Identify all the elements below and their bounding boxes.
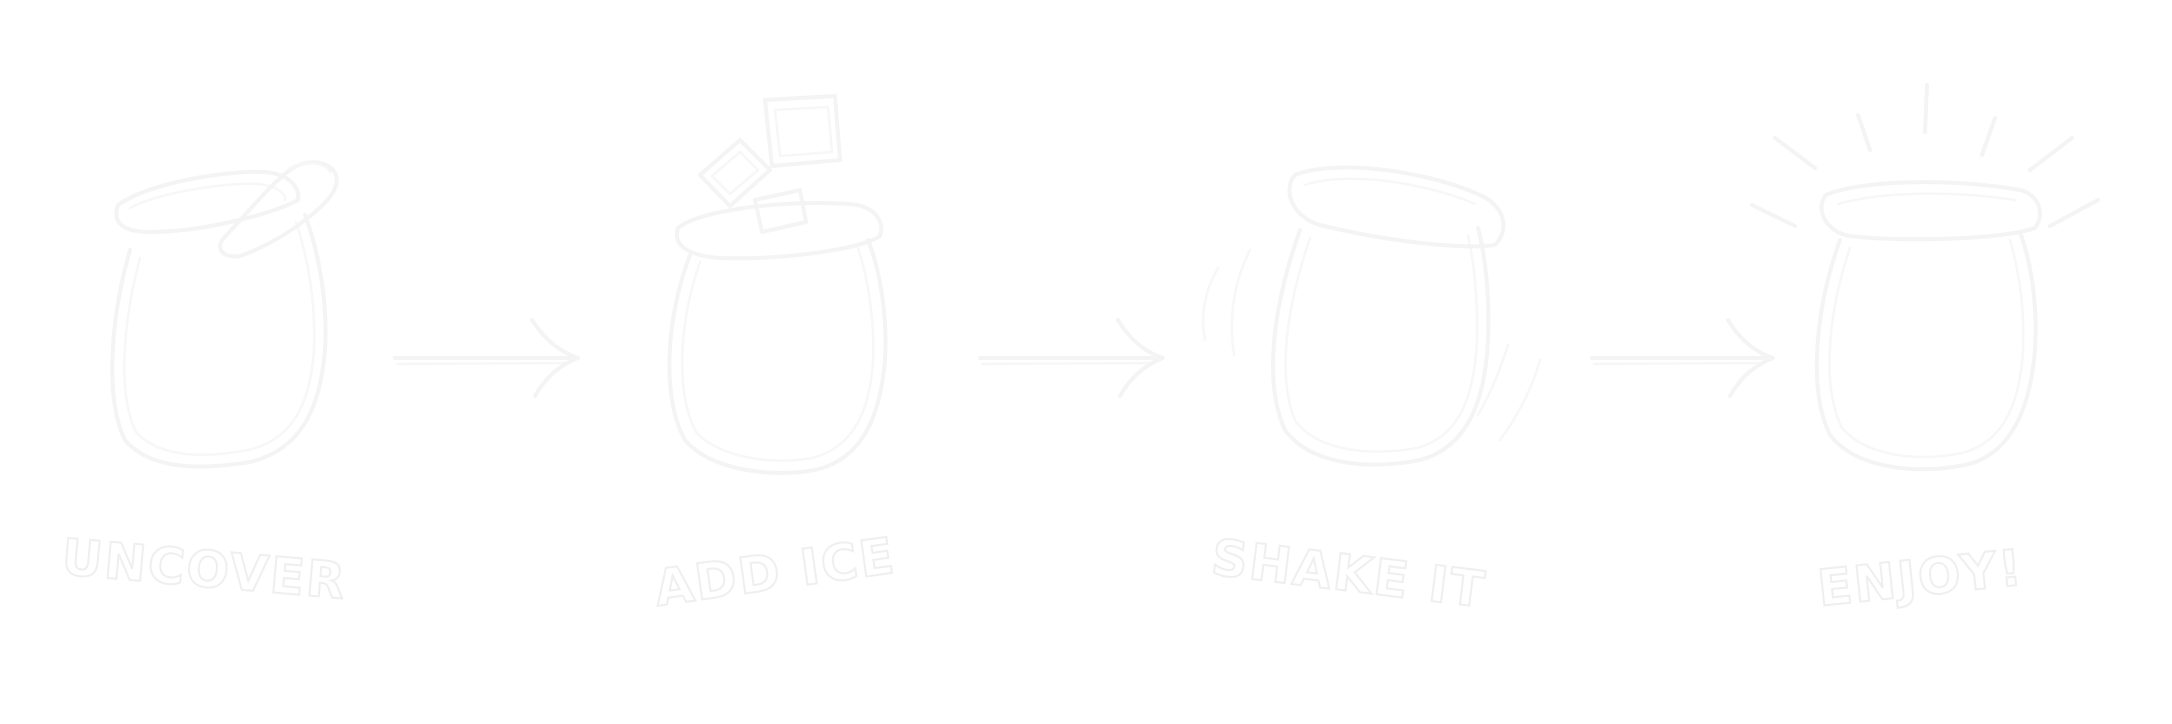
shaking-jar-icon [1201,165,1542,467]
ice-into-jar-icon [667,94,888,475]
arrow-right-icon [393,318,580,398]
sparkling-jar-icon [1750,83,2100,472]
arrow-right-icon [1590,318,1775,398]
uncovered-jar-icon [110,160,339,469]
arrow-right-icon [978,318,1165,398]
